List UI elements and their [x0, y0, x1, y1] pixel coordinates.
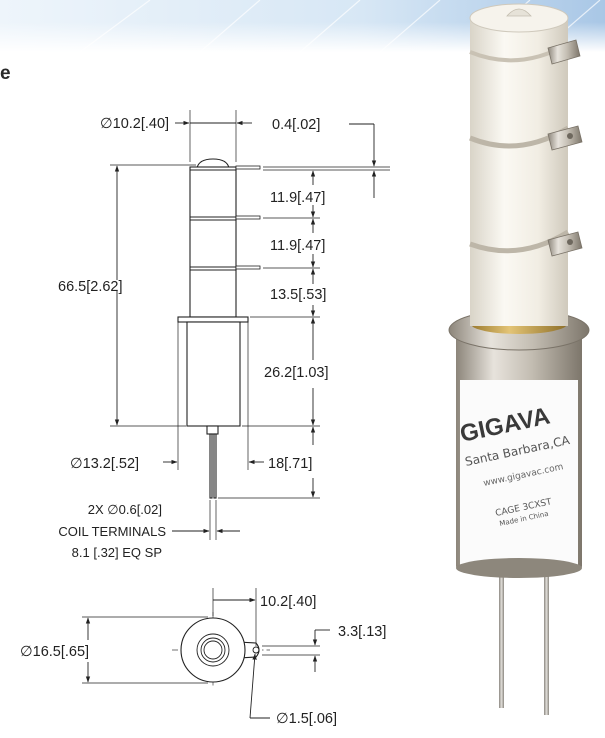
note-coil-terminals-line2: COIL TERMINALS: [58, 524, 166, 539]
dim-spacing-2: 11.9[.47]: [270, 238, 325, 254]
photo-top-cap: [469, 3, 569, 33]
dim-pin-length: 18[.71]: [268, 456, 312, 472]
dim-tab-thickness: 0.4[.02]: [272, 117, 320, 133]
photo-tab-3: [547, 231, 583, 257]
dim-center-offset: 10.2[.40]: [260, 594, 316, 610]
photo-pin-left: [499, 560, 504, 708]
dim-tab-offset: 3.3[.13]: [338, 624, 386, 640]
bottom-view-outer-circle: [180, 617, 246, 683]
dim-spacing-3: 13.5[.53]: [270, 287, 326, 303]
dim-flange-diameter: ∅13.2[.52]: [70, 456, 139, 472]
photo-label: [460, 380, 578, 566]
tab-hole: [252, 646, 260, 654]
ceramic-body: [189, 166, 237, 318]
side-view-labels: ∅10.2[.40] 0.4[.02] 66.5[2.62] 11.9[.47]…: [58, 116, 329, 560]
product-photo: GIGAVA Santa Barbara,CA www.gigavac.com …: [448, 3, 590, 715]
terminal-tab-3: [235, 265, 261, 270]
top-dome: [196, 158, 230, 169]
mounting-flange: [177, 316, 249, 323]
terminal-tab-2: [235, 215, 261, 220]
bottom-view-drawing: [82, 588, 330, 719]
coil-pin-left: [209, 433, 213, 499]
terminal-tab-1: [235, 165, 261, 170]
cut-heading-letter: e: [0, 63, 11, 84]
dim-top-diameter: ∅10.2[.40]: [100, 116, 169, 132]
coil-pin-right: [213, 433, 217, 499]
photo-tab-2: [547, 125, 583, 151]
dim-overall-height: 66.5[2.62]: [58, 279, 123, 295]
side-view-drawing: [110, 110, 390, 540]
note-coil-terminals-line1: 2X ∅0.6[.02]: [88, 502, 162, 517]
photo-tab-1: [547, 39, 581, 65]
dim-hole-diameter: ∅1.5[.06]: [276, 711, 337, 727]
bottom-view-labels: 10.2[.40] 3.3[.13] ∅16.5[.65] ∅1.5[.06]: [20, 594, 386, 727]
photo-pin-right: [544, 560, 549, 715]
note-coil-terminals-line3: 8.1 [.32] EQ SP: [72, 545, 162, 560]
metal-can: [186, 321, 241, 427]
dim-spacing-1: 11.9[.47]: [270, 190, 325, 206]
dim-outer-diameter: ∅16.5[.65]: [20, 644, 89, 660]
dim-can-height: 26.2[1.03]: [264, 365, 329, 381]
photo-ceramic-body: [470, 18, 568, 326]
